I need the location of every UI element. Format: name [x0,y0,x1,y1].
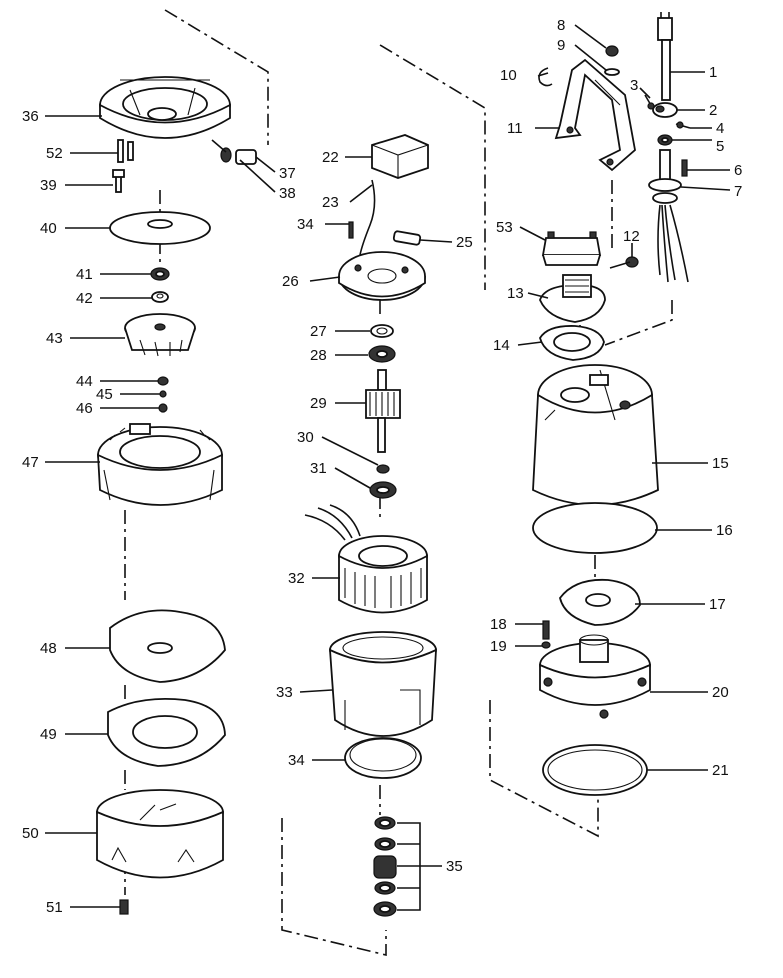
label-part-19: 19 [490,638,507,655]
label-part-29: 29 [310,395,327,412]
label-part-16: 16 [716,522,733,539]
part-16-o-ring [532,502,658,554]
label-part-21: 21 [712,762,729,779]
part-37-38-plug [211,139,257,165]
label-part-2: 2 [709,102,717,119]
label-part-15: 15 [712,455,729,472]
part-36-motor-cover [99,76,231,139]
label-part-48: 48 [40,640,57,657]
label-part-26: 26 [282,273,299,290]
part-39-bolt [112,169,125,193]
label-part-42: 42 [76,290,93,307]
label-part-40: 40 [40,220,57,237]
part-51-screw [119,899,129,915]
part-49-gasket [107,697,226,767]
label-part-25: 25 [456,234,473,251]
label-part-8: 8 [557,17,565,34]
part-8-9-screw-washer [604,45,620,76]
label-part-44: 44 [76,373,93,390]
label-part-28: 28 [310,347,327,364]
label-part-43: 43 [46,330,63,347]
part-29-rotor-shaft [365,369,401,453]
part-22-capacitor [371,134,429,179]
part-35-mechanical-seal [373,816,397,917]
part-18-19-screw-washer [541,620,551,649]
label-part-12: 12 [623,228,640,245]
label-part-50: 50 [22,825,39,842]
part-20-pump-casing [539,634,651,719]
part-27-28-bearing [368,324,396,363]
part-26-bearing-plate [338,251,426,301]
label-part-4: 4 [716,120,724,137]
part-13-discharge-flange [539,274,606,323]
label-part-41: 41 [76,266,93,283]
label-part-13: 13 [507,285,524,302]
part-10-clip [538,67,553,87]
part-30-31-bearing [369,464,397,499]
part-14-flange-gasket [539,325,605,361]
part-41-42-bearing [150,267,170,303]
label-part-32: 32 [288,570,305,587]
part-53-cover [541,231,602,266]
part-33-motor-housing [328,631,437,737]
label-part-37: 37 [279,165,296,182]
label-part-51: 51 [46,899,63,916]
label-part-14: 14 [493,337,510,354]
label-part-10: 10 [500,67,517,84]
label-part-33: 33 [276,684,293,701]
label-part-36: 36 [22,108,39,125]
part-15-oil-casing [532,364,659,506]
label-part-46: 46 [76,400,93,417]
part-17-seal-plate [559,578,641,626]
part-52-studs [117,139,134,163]
label-part-17: 17 [709,596,726,613]
part-number-labels: 1 2 3 4 5 6 7 8 9 10 11 12 13 14 15 16 1… [22,17,742,916]
label-part-18: 18 [490,616,507,633]
label-part-39: 39 [40,177,57,194]
part-48-plate [109,609,226,683]
part-3-screw [644,94,655,110]
label-part-7: 7 [734,183,742,200]
label-part-1: 1 [709,64,717,81]
label-part-47: 47 [22,454,39,471]
part-7-cable-entry [648,149,689,283]
part-1-cable-plug [657,12,673,101]
label-part-31: 31 [310,460,327,477]
part-40-gasket [109,211,211,245]
part-47-volute [97,423,223,506]
part-43-impeller [124,313,196,357]
part-21-o-ring [542,744,648,796]
label-part-35: 35 [446,858,463,875]
label-part-27: 27 [310,323,327,340]
label-part-22: 22 [322,149,339,166]
label-part-45: 45 [96,386,113,403]
part-2-clamp [652,102,678,118]
label-part-20: 20 [712,684,729,701]
part-11-handle [554,58,636,172]
part-6-screw [681,159,688,177]
part-5-washer [657,134,673,146]
label-part-6: 6 [734,162,742,179]
part-23-wire [359,179,376,256]
label-part-53: 53 [496,219,513,236]
label-part-34: 34 [288,752,305,769]
label-part-34-upper: 34 [297,216,314,233]
part-34-upper-screw [348,221,354,239]
label-part-11: 11 [507,120,523,137]
label-part-5: 5 [716,138,724,155]
label-part-3: 3 [630,77,638,94]
label-part-49: 49 [40,726,57,743]
label-part-38: 38 [279,185,296,202]
part-32-stator [304,504,428,614]
part-25-key [392,230,422,246]
part-34-o-ring [344,737,422,779]
label-part-9: 9 [557,37,565,54]
label-part-30: 30 [297,429,314,446]
part-4-screw [675,121,691,129]
label-part-52: 52 [46,145,63,162]
label-part-23: 23 [322,194,339,211]
part-50-strainer-base [96,789,224,879]
leader-lines [45,24,731,911]
